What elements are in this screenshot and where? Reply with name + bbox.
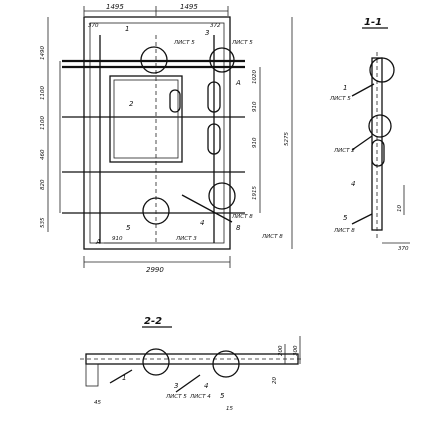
dim-left-1: 1490 (40, 46, 46, 60)
section-1-1-sheet-2: ЛИСТ 2 (333, 148, 355, 154)
mark-4: 4 (200, 219, 204, 227)
section-1-1-circle-mid (368, 114, 392, 138)
mark-3: 3 (205, 29, 209, 37)
dim-inner-top-left: 370 (88, 23, 99, 29)
section-1-1-sheet-1: ЛИСТ 5 (329, 96, 351, 102)
section-2-2-title: 2-2 (144, 316, 162, 327)
section-1-1-dim-1: 10 (397, 205, 403, 212)
dim-left-6: 535 (40, 217, 46, 228)
slot-connector-2 (207, 123, 221, 155)
section-2-2-sheet-1: ЛИСТ 5 (165, 394, 187, 400)
section-1-1-dim-2: 370 (398, 246, 409, 252)
section-1-1-sheet-3: ЛИСТ 8 (333, 228, 355, 234)
section-1-1-mark-4: 4 (351, 180, 355, 188)
dim-bottom: 2990 (146, 266, 164, 274)
diagonal-brace (181, 194, 233, 223)
dim-right-5: 5275 (284, 132, 290, 146)
plan-inner-frame (89, 22, 225, 244)
section-2-2-circle-1 (142, 348, 170, 376)
window-opening (109, 75, 183, 163)
plan-view: 1495 1495 370 372 1490 (40, 3, 293, 274)
section-2-2-dim-15: 15 (226, 406, 233, 412)
leader-line-3 (351, 213, 373, 225)
dim-right-1: 1020 (252, 70, 258, 84)
section-1-1-mark-5: 5 (343, 214, 348, 222)
sheet-ref-2: ЛИСТ 5 (231, 40, 253, 46)
section-2-2-dim-200: 200 (278, 345, 284, 356)
leader-line-4 (109, 369, 133, 384)
detail-circle-1 (140, 46, 168, 74)
detail-circle-4 (208, 182, 236, 210)
mark-1: 1 (125, 25, 129, 33)
mark-a-2: A (235, 79, 241, 87)
dim-top-left: 1495 (106, 3, 124, 11)
dim-inner-top-right: 372 (210, 23, 221, 29)
section-2-2-circle-2 (212, 350, 240, 378)
sheet-ref-1: ЛИСТ 5 (173, 40, 195, 46)
mark-a-1: A (95, 238, 101, 246)
window-inner (113, 79, 179, 159)
detail-circle-3 (142, 197, 170, 225)
detail-circle-2 (209, 47, 235, 73)
section-2-2-mark-1: 1 (122, 374, 126, 382)
dim-right-2: 910 (252, 101, 258, 112)
section-1-1-mark-1: 1 (343, 84, 347, 92)
section-2-2-end-plate (85, 363, 99, 387)
section-2-2-dim-20: 20 (272, 377, 278, 384)
dim-right-3: 910 (252, 137, 258, 148)
section-2-2-sheet-2: ЛИСТ 4 (189, 394, 211, 400)
section-1-1-slot (371, 139, 385, 167)
section-1-1: 1-1 1 4 5 ЛИСТ 5 ЛИСТ 2 ЛИСТ 8 10 370 (329, 17, 410, 252)
leader-line-5 (175, 374, 201, 393)
mark-8: 8 (236, 224, 241, 232)
dim-bottom-left: 910 (112, 236, 123, 242)
slot-connector-3 (169, 89, 181, 113)
section-2-2: 2-2 1 3 4 5 ЛИСТ 5 ЛИСТ 4 45 15 200 300 … (80, 316, 304, 412)
section-2-2-mark-3: 3 (174, 382, 178, 390)
dim-left-5: 820 (40, 179, 46, 190)
plan-outer-frame (83, 16, 231, 250)
section-2-2-dim-45: 45 (94, 400, 101, 406)
mark-5: 5 (126, 224, 131, 232)
slot-connector-1 (207, 81, 221, 113)
mark-2: 2 (129, 100, 134, 108)
leader-line-2 (351, 135, 373, 151)
leader-line-1 (351, 83, 375, 97)
dim-left-4: 460 (40, 149, 46, 160)
dim-right-4: 1915 (252, 186, 258, 200)
dim-left-2: 1100 (40, 86, 46, 100)
dim-top-right: 1495 (180, 3, 198, 11)
sheet-ref-5: ЛИСТ 8 (261, 234, 283, 240)
dim-left-3: 1100 (40, 116, 46, 130)
section-1-1-title: 1-1 (364, 17, 382, 28)
section-2-2-dim-300: 300 (293, 345, 299, 356)
sheet-ref-3: ЛИСТ 3 (175, 236, 197, 242)
section-2-2-mark-4: 4 (204, 382, 208, 390)
section-2-2-mark-5: 5 (220, 392, 225, 400)
section-1-1-circle-top (369, 57, 395, 83)
sheet-ref-4: ЛИСТ 8 (231, 214, 253, 220)
